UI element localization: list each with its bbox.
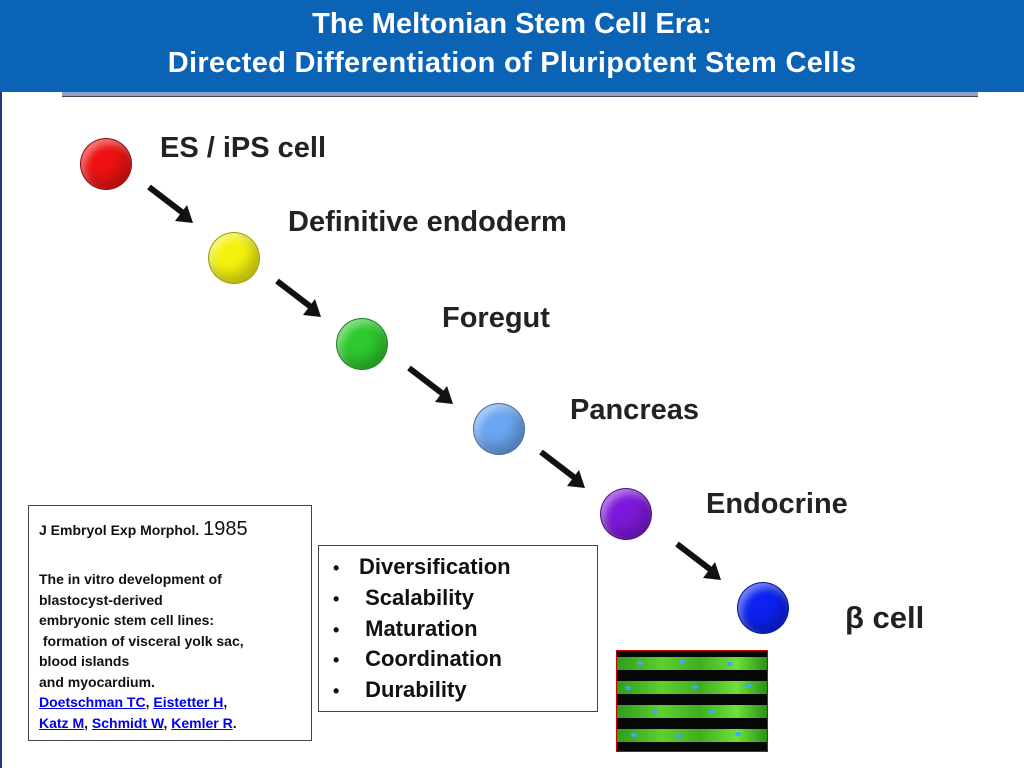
reference-title-line: blood islands <box>39 653 130 669</box>
left-border <box>0 92 2 768</box>
bullet-text: Scalability <box>365 585 474 610</box>
stage-label-foregut: Foregut <box>442 302 550 334</box>
cell-es-ips <box>80 138 132 190</box>
bullet-item: • Maturation <box>333 616 478 641</box>
goals-bullet-box: •Diversification • Scalability • Maturat… <box>318 545 598 712</box>
reference-authors-line-2: Katz M, Schmidt W, Kemler R. <box>39 715 237 731</box>
author-link[interactable]: Schmidt W <box>91 715 164 731</box>
bullet-text: Coordination <box>365 646 502 671</box>
author-link[interactable]: Kemler R <box>171 715 233 731</box>
reference-title-line: embryonic stem cell lines: <box>39 612 215 628</box>
cell-endocrine <box>600 488 652 540</box>
cell-beta <box>737 582 789 634</box>
author-link[interactable]: Eistetter H <box>153 694 224 710</box>
stage-label-endocrine: Endocrine <box>706 488 848 520</box>
bullet-item: • Durability <box>333 677 467 702</box>
reference-citation: J Embryol Exp Morphol. 1985 <box>39 518 248 541</box>
bullet-text: Maturation <box>365 616 478 641</box>
journal-year: 1985 <box>203 518 248 540</box>
bullet-item: • Coordination <box>333 646 502 671</box>
cell-pancreas <box>473 403 525 455</box>
cell-foregut <box>336 318 388 370</box>
arrow-icon <box>275 278 321 317</box>
arrow-icon <box>539 449 585 488</box>
bullet-item: • Scalability <box>333 585 474 610</box>
arrow-icon <box>407 365 453 404</box>
reference-box: J Embryol Exp Morphol. 1985 The in vitro… <box>28 505 312 741</box>
bullet-text: Durability <box>365 677 467 702</box>
bullet-text: Diversification <box>359 554 511 579</box>
journal-name: J Embryol Exp Morphol. <box>39 522 200 538</box>
micrograph-fiber <box>617 657 767 670</box>
header-underline <box>62 92 978 97</box>
micrograph-fiber <box>617 705 767 718</box>
reference-title-line: blastocyst-derived <box>39 592 163 608</box>
title-line-1: The Meltonian Stem Cell Era: <box>312 8 712 40</box>
title-banner: The Meltonian Stem Cell Era: Directed Di… <box>0 0 1024 92</box>
micrograph-fiber <box>617 681 767 694</box>
arrow-icon <box>675 541 721 580</box>
stage-label-pancreas: Pancreas <box>570 394 699 426</box>
reference-title-line: formation of visceral yolk sac, <box>39 633 244 649</box>
bullet-item: •Diversification <box>333 554 511 579</box>
reference-title-line: The in vitro development of <box>39 571 222 587</box>
stage-label-beta: β cell <box>845 600 925 635</box>
micrograph-fiber <box>617 729 767 742</box>
beta-cell-micrograph <box>616 650 768 752</box>
author-link[interactable]: Doetschman TC <box>39 694 146 710</box>
reference-authors-line-1: Doetschman TC, Eistetter H, <box>39 694 228 710</box>
stage-label-es-ips: ES / iPS cell <box>160 132 327 164</box>
cell-definitive-endoderm <box>208 232 260 284</box>
reference-title-line: and myocardium. <box>39 674 155 690</box>
stage-label-definitive-endoderm: Definitive endoderm <box>288 206 567 238</box>
author-link[interactable]: Katz M <box>39 715 85 731</box>
title-line-2: Directed Differentiation of Pluripotent … <box>167 47 857 79</box>
arrow-icon <box>147 184 193 223</box>
